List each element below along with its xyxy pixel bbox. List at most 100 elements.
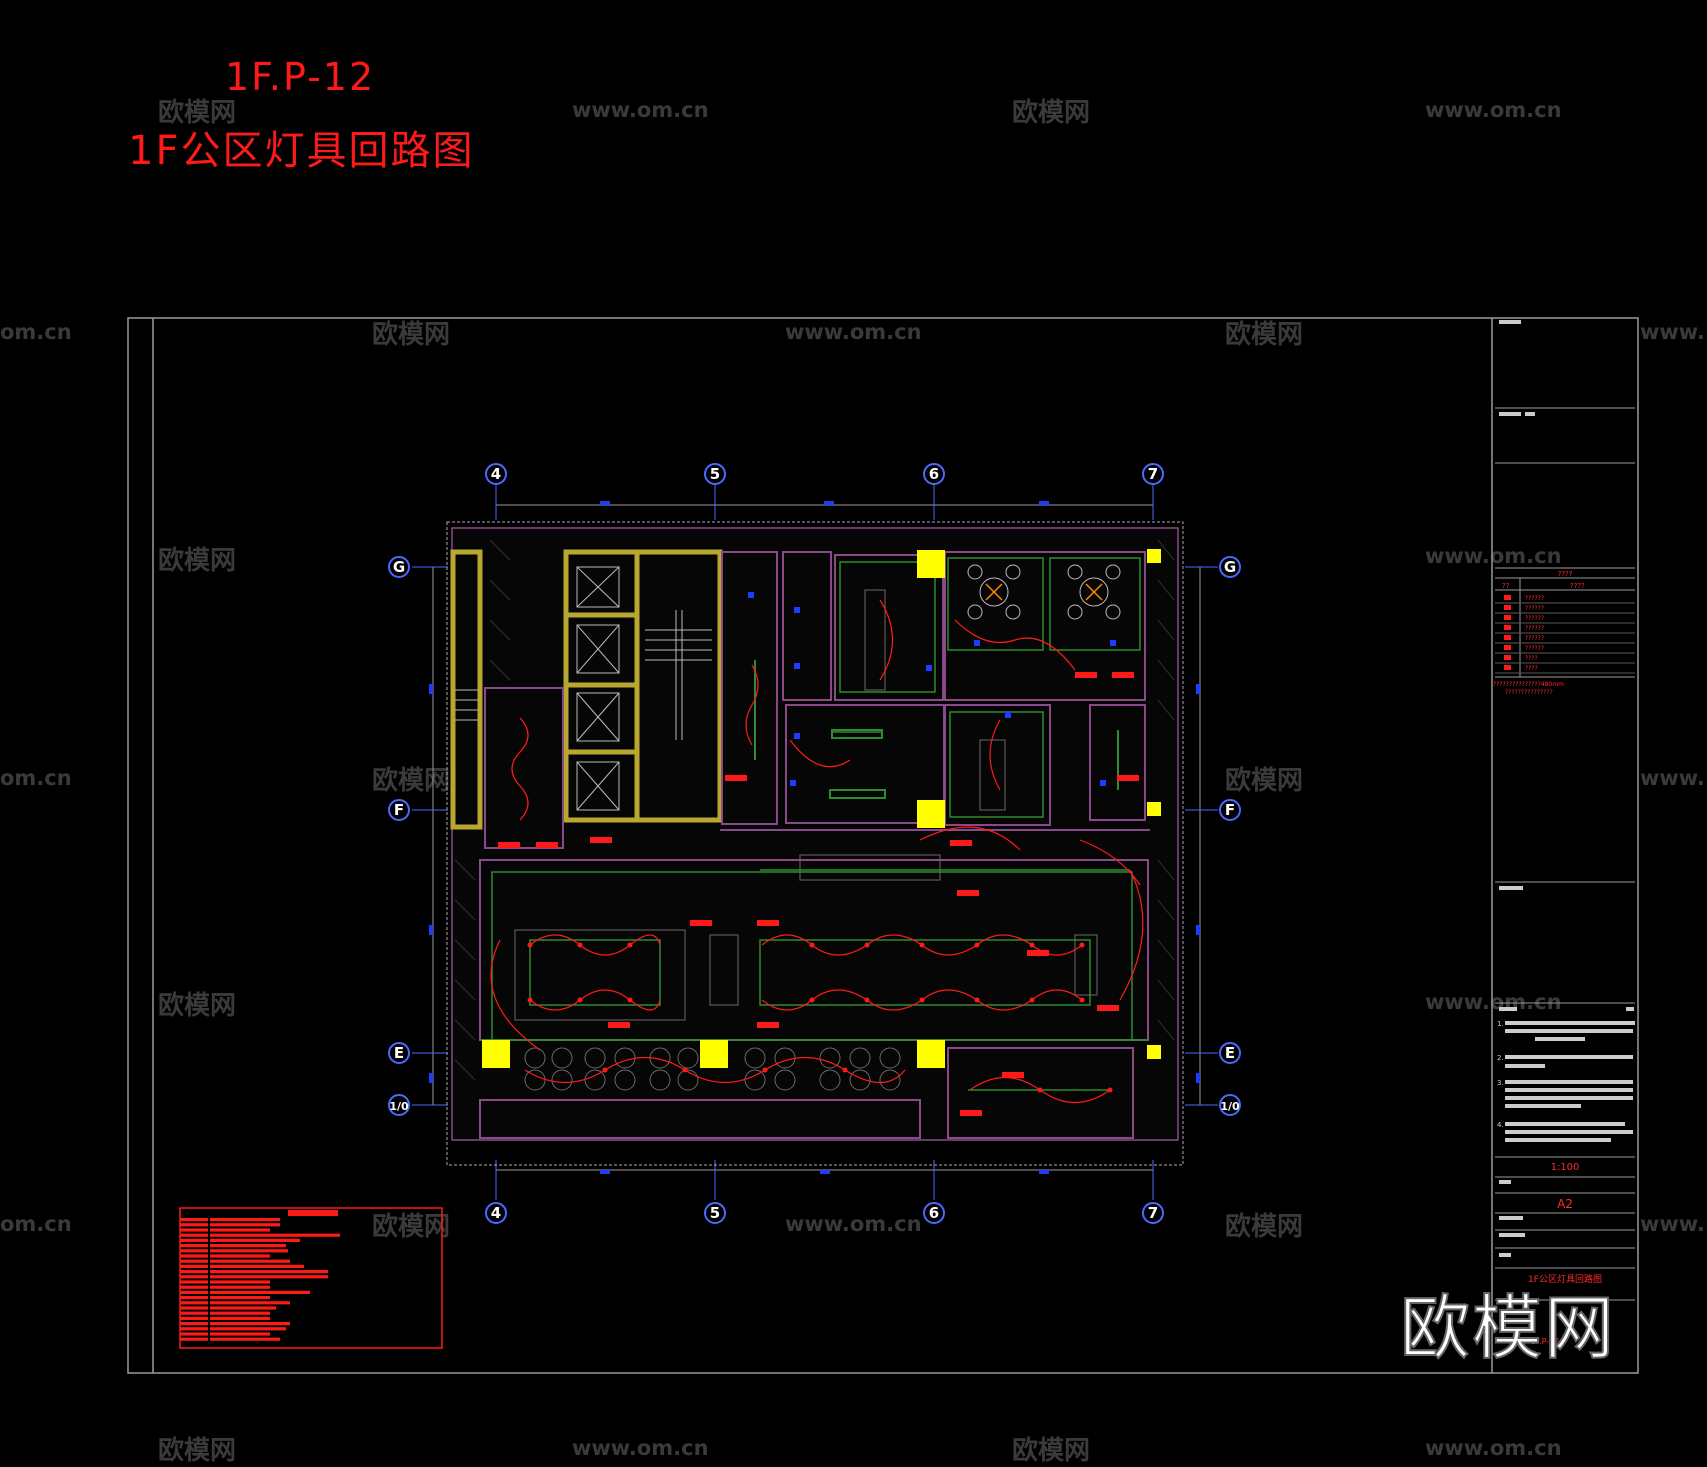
schedule-cell bbox=[210, 1264, 304, 1268]
pendant-lights bbox=[985, 583, 1103, 601]
legend-item-label: ?????? bbox=[1525, 645, 1544, 652]
schedule-cell bbox=[180, 1270, 208, 1274]
core-walls bbox=[450, 549, 723, 830]
legend-symbol bbox=[1504, 605, 1511, 610]
watermark: 欧模网 bbox=[372, 766, 451, 796]
elevator-shafts bbox=[576, 566, 620, 811]
paper-size: A2 bbox=[1557, 1197, 1573, 1211]
watermark-url: www.om.cn bbox=[785, 1212, 922, 1236]
svg-text:3.: 3. bbox=[1497, 1079, 1504, 1087]
schedule-cell bbox=[180, 1327, 208, 1331]
grid-bubble-row-G-left: G bbox=[388, 556, 410, 578]
schedule-cell bbox=[180, 1290, 208, 1294]
legend-item-label: ?????? bbox=[1525, 595, 1544, 602]
legend-symbol bbox=[1504, 595, 1511, 600]
svg-text:5: 5 bbox=[710, 465, 720, 483]
watermark-url: www.om.cn bbox=[1425, 990, 1562, 1014]
watermark: 欧模网 bbox=[158, 98, 237, 128]
schedule-cell bbox=[180, 1233, 208, 1237]
schedule-cell bbox=[210, 1296, 270, 1300]
schedule-cell bbox=[180, 1254, 208, 1258]
general-notes bbox=[1505, 1021, 1635, 1142]
schedule-cell bbox=[210, 1223, 280, 1227]
legend-symbol bbox=[1504, 665, 1511, 670]
svg-text:G: G bbox=[1224, 558, 1236, 576]
legend-item-label: ???? bbox=[1525, 665, 1538, 672]
brand-watermark: 欧模网 bbox=[1399, 1286, 1616, 1370]
watermark-url: www. bbox=[1640, 766, 1705, 790]
watermark-url: www. bbox=[1640, 1212, 1705, 1236]
svg-text:6: 6 bbox=[929, 1204, 939, 1222]
watermark-url: om.cn bbox=[0, 766, 72, 790]
schedule-cell bbox=[180, 1285, 208, 1289]
title-block bbox=[1495, 407, 1635, 1301]
svg-text:4.: 4. bbox=[1497, 1121, 1504, 1129]
grid-bubble-row-F-left: F bbox=[388, 799, 410, 821]
wall-hatch bbox=[454, 539, 1175, 1081]
legend-note: ???????????????480mm bbox=[1493, 681, 1564, 688]
watermark: 欧模网 bbox=[1225, 320, 1304, 350]
dimension-markers bbox=[429, 501, 1200, 1174]
general-notes-numbers: 1. 2. 3. 4. bbox=[1497, 1020, 1504, 1129]
schedule-cell bbox=[180, 1259, 208, 1263]
structural-columns bbox=[482, 549, 1161, 1068]
schedule-cell bbox=[180, 1228, 208, 1232]
schedule-cell bbox=[210, 1259, 290, 1263]
title-block-fields bbox=[1499, 320, 1634, 1257]
grid-leader-lines bbox=[412, 485, 1218, 1200]
watermark-url: www.om.cn bbox=[1425, 544, 1562, 568]
schedule-cell bbox=[210, 1280, 270, 1284]
svg-text:G: G bbox=[393, 558, 405, 576]
watermark-url: www.om.cn bbox=[785, 320, 922, 344]
schedule-cell bbox=[210, 1301, 290, 1305]
sheet-title: 1F公区灯具回路图 bbox=[128, 128, 475, 174]
stairs bbox=[455, 610, 712, 740]
watermark-url: www.om.cn bbox=[572, 1436, 709, 1460]
drawing-name: 1F公区灯具回路图 bbox=[1528, 1273, 1602, 1285]
grid-bubble-row-10-left: 1/0 bbox=[388, 1094, 410, 1116]
watermark-url: www.om.cn bbox=[1425, 98, 1562, 122]
grid-bubble-col-5-bottom: 5 bbox=[704, 1202, 726, 1224]
watermark-url: www. bbox=[1640, 320, 1705, 344]
svg-text:E: E bbox=[394, 1044, 404, 1062]
svg-text:5: 5 bbox=[710, 1204, 720, 1222]
schedule-cell bbox=[210, 1327, 286, 1331]
schedule-cell bbox=[210, 1238, 300, 1242]
schedule-cell bbox=[180, 1316, 208, 1320]
grid-bubble-col-6-bottom: 6 bbox=[923, 1202, 945, 1224]
legend-item-label: ?????? bbox=[1525, 625, 1544, 632]
ceiling-lines bbox=[480, 557, 1148, 1091]
legend-item-label: ?????? bbox=[1525, 605, 1544, 612]
grid-bubble-row-E-right: E bbox=[1219, 1042, 1241, 1064]
building-outline bbox=[446, 521, 1184, 1166]
svg-text:1.: 1. bbox=[1497, 1020, 1504, 1028]
light-fixtures bbox=[527, 942, 1113, 1093]
schedule-cell bbox=[180, 1337, 208, 1341]
schedule-cell bbox=[180, 1306, 208, 1310]
grid-bubble-col-4-top: 4 bbox=[485, 463, 507, 485]
schedule-cell bbox=[210, 1218, 280, 1222]
sheet-code: 1F.P-12 bbox=[225, 55, 376, 99]
schedule-cell bbox=[180, 1332, 208, 1336]
schedule-cell bbox=[210, 1285, 270, 1289]
lounge-tables bbox=[967, 564, 1121, 620]
furniture bbox=[514, 589, 1098, 1091]
watermark: 欧模网 bbox=[372, 1212, 451, 1242]
legend-symbol bbox=[1504, 635, 1511, 640]
svg-text:7: 7 bbox=[1148, 465, 1158, 483]
schedule-cell bbox=[210, 1270, 328, 1274]
schedule-cell bbox=[210, 1311, 270, 1315]
legend-item-label: ?????? bbox=[1525, 635, 1544, 642]
grid-bubble-row-F-right: F bbox=[1219, 799, 1241, 821]
schedule-cell bbox=[210, 1332, 270, 1336]
svg-text:4: 4 bbox=[491, 465, 501, 483]
schedule-cell bbox=[210, 1254, 270, 1258]
grid-bubble-row-E-left: E bbox=[388, 1042, 410, 1064]
watermark: 欧模网 bbox=[158, 991, 237, 1021]
svg-text:1/0: 1/0 bbox=[389, 1100, 409, 1113]
watermark: 欧模网 bbox=[158, 546, 237, 576]
schedule-cell bbox=[180, 1249, 208, 1253]
schedule-cell bbox=[180, 1296, 208, 1300]
grid-bubble-col-5-top: 5 bbox=[704, 463, 726, 485]
